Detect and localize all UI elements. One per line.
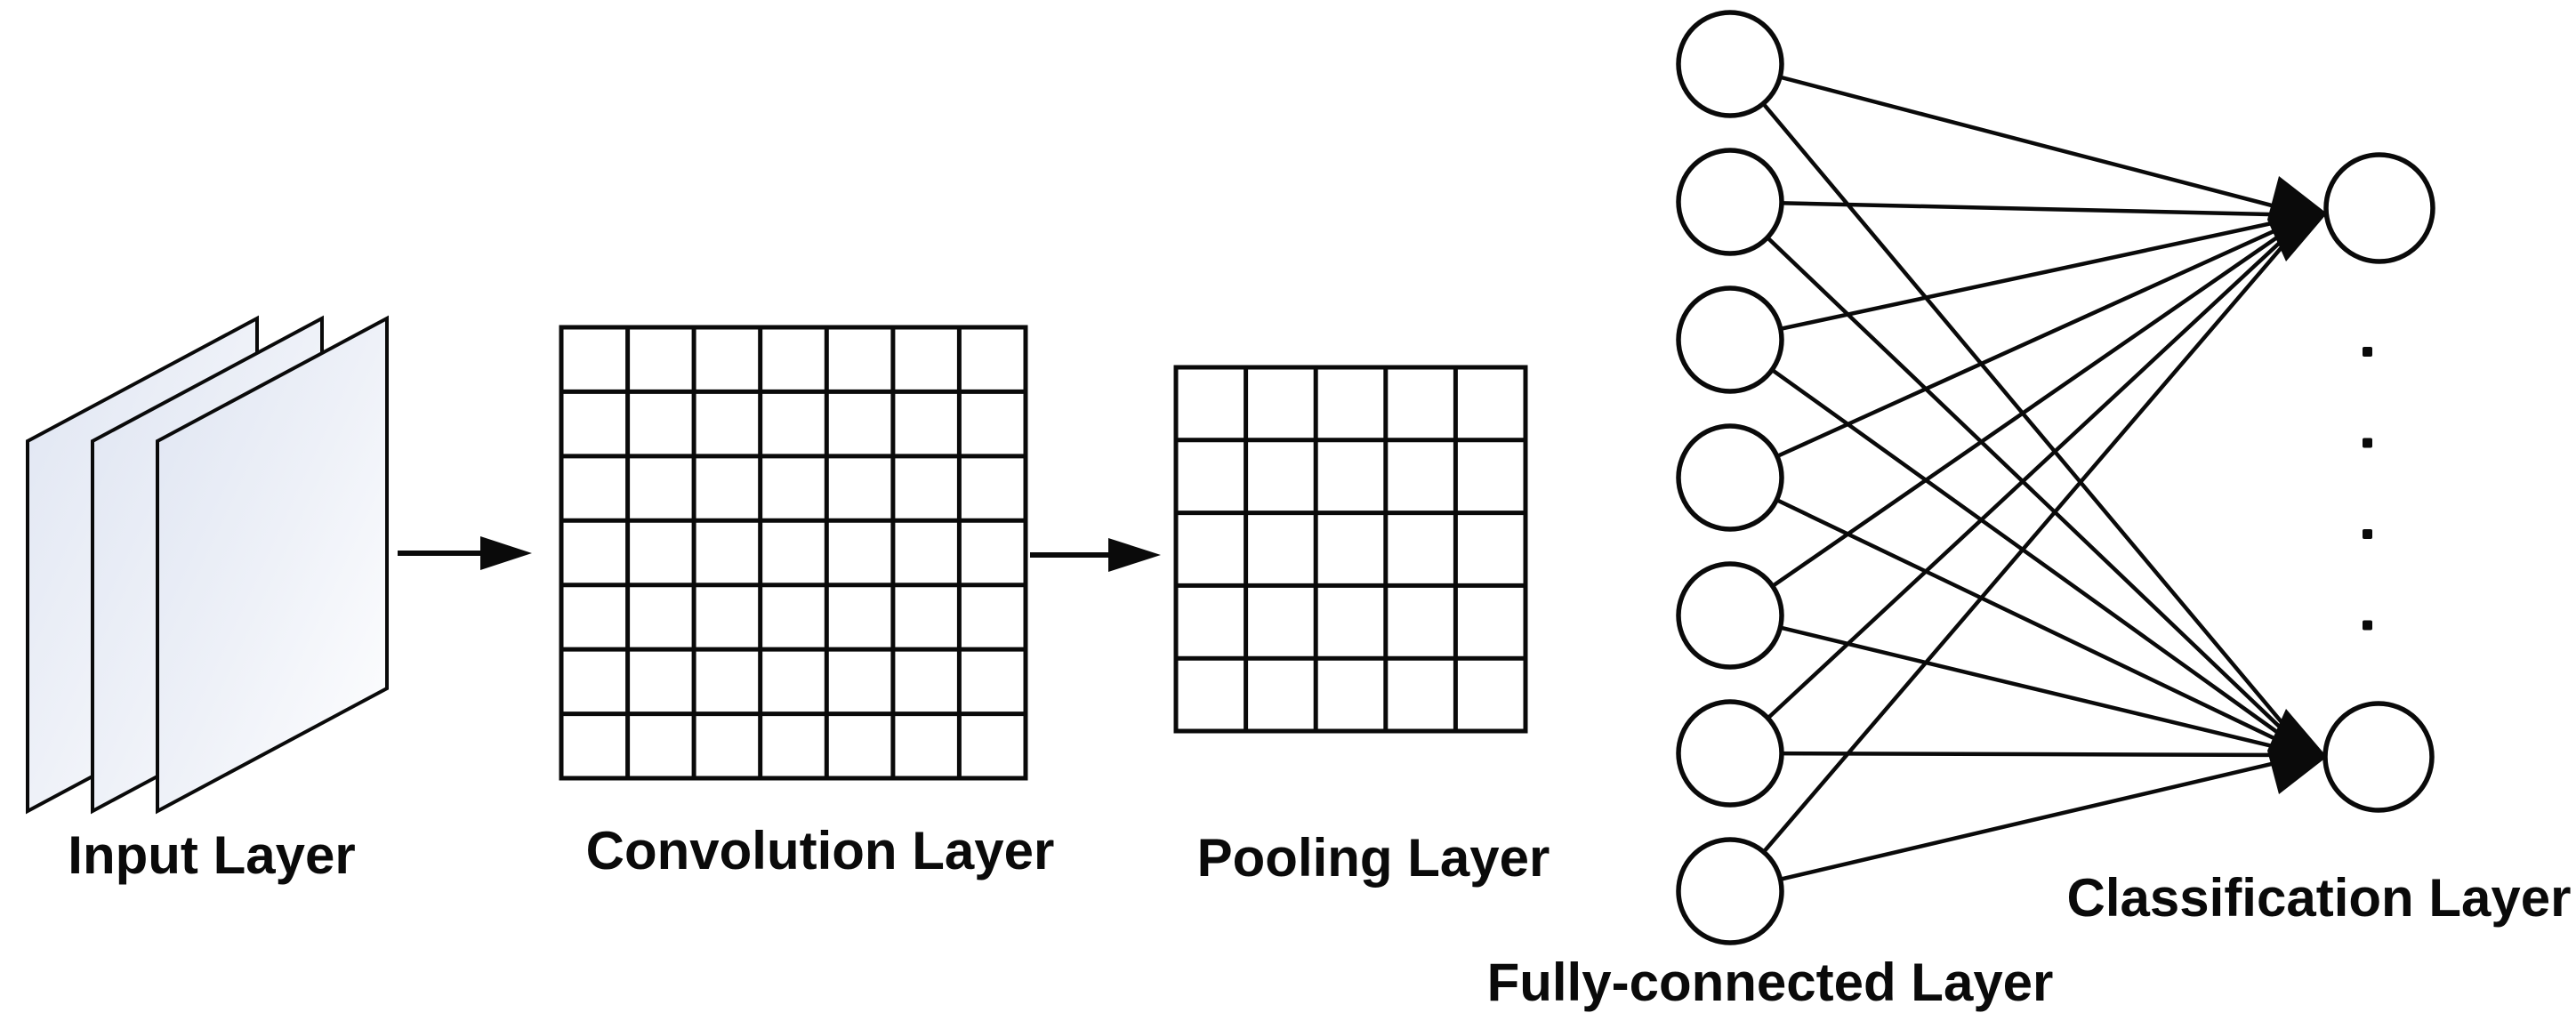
dense-connection-lines: [1728, 61, 2311, 894]
connection-line: [1729, 475, 2310, 758]
ellipsis-dots: [2363, 347, 2372, 631]
classification-neuron: [2322, 701, 2435, 813]
arrow-head-icon: [480, 536, 532, 570]
input-sheet: [156, 315, 389, 815]
connection-line: [1729, 752, 2310, 894]
conv-to-pooling-arrow: [1030, 538, 1161, 572]
arrow-head-icon: [1108, 538, 1161, 572]
fc-neuron: [1676, 148, 1784, 256]
fc-neuron: [1676, 699, 1784, 808]
connection-line: [1728, 213, 2311, 617]
pooling-layer-grid: [1173, 365, 1528, 734]
classification-layer-label: Classification Layer: [2067, 868, 2572, 928]
connection-line: [1728, 62, 2311, 757]
classification-neurons: [2322, 152, 2435, 813]
pooling-layer-label: Pooling Layer: [1197, 828, 1550, 888]
converging-arrowhead-icon: [2267, 709, 2327, 794]
ellipsis-dot: [2363, 620, 2372, 631]
converging-arrowhead-icon: [2267, 176, 2327, 261]
fc-neuron: [1676, 10, 1784, 118]
connection-line: [1728, 338, 2311, 757]
connection-line: [1729, 751, 2310, 758]
convolution-layer-label: Convolution Layer: [586, 821, 1055, 880]
convolution-layer-grid: [559, 325, 1028, 781]
connection-line: [1729, 613, 2310, 758]
input-layer-stack: [26, 315, 389, 815]
connection-line: [1729, 213, 2310, 480]
grid-lines: [559, 325, 1028, 781]
input-layer-label: Input Layer: [68, 825, 355, 885]
input-to-conv-arrow: [398, 536, 532, 570]
connection-line: [1729, 213, 2310, 342]
fc-neuron: [1676, 285, 1784, 394]
connection-line: [1729, 199, 2310, 218]
ellipsis-dot: [2363, 438, 2372, 448]
classification-neuron: [2323, 152, 2435, 264]
connection-line: [1728, 213, 2311, 893]
fully-connected-neurons: [1676, 10, 1784, 945]
connection-line: [1728, 200, 2311, 757]
grid-lines: [1173, 365, 1528, 734]
fc-neuron: [1676, 423, 1784, 532]
connection-line: [1728, 213, 2311, 755]
layer-labels: Input Layer Convolution Layer Pooling La…: [68, 821, 2571, 1012]
fully-connected-layer-label: Fully-connected Layer: [1487, 953, 2054, 1012]
fc-neuron: [1676, 837, 1784, 945]
ellipsis-dot: [2363, 347, 2372, 357]
classification-arrowheads: [2267, 176, 2327, 794]
fc-neuron: [1676, 561, 1784, 670]
ellipsis-dot: [2363, 529, 2372, 539]
connection-line: [1729, 61, 2310, 218]
